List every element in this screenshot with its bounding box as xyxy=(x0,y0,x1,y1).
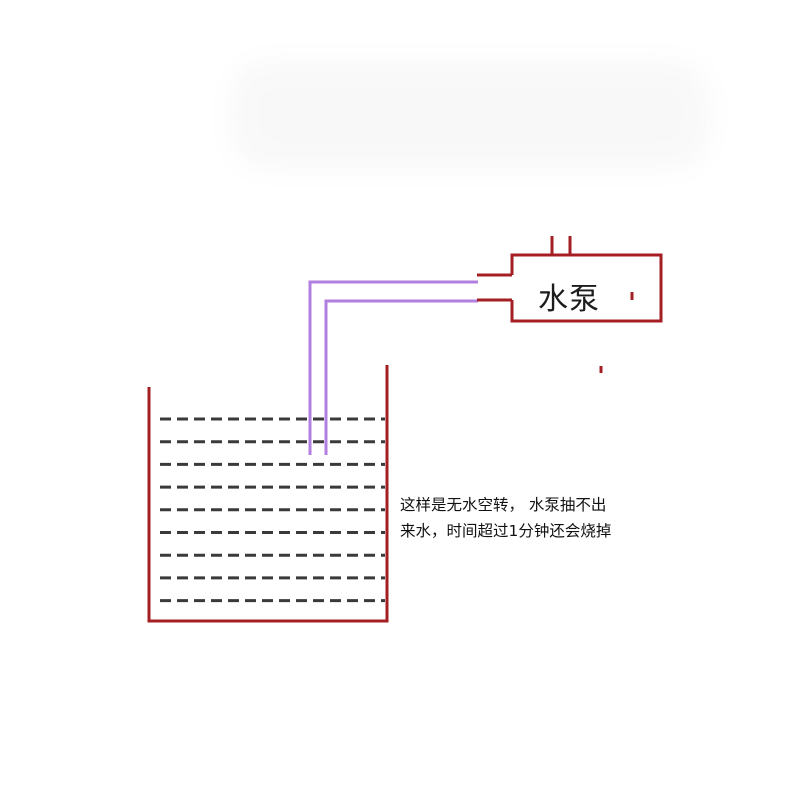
water-lines xyxy=(160,417,385,603)
tank-outline xyxy=(147,365,389,623)
pump-body-outline xyxy=(510,253,663,323)
pipe-inner-wall xyxy=(324,299,478,455)
note-line-1: 这样是无水空转， 水泵抽不出 xyxy=(400,496,607,514)
explanation-note: 这样是无水空转， 水泵抽不出 来水，时间超过1分钟还会烧掉 xyxy=(400,492,611,544)
note-line-2: 来水，时间超过1分钟还会烧掉 xyxy=(400,522,612,540)
pump-label: 水泵 xyxy=(538,282,600,317)
faint-watermark xyxy=(230,60,710,170)
pipe-outer-wall xyxy=(308,280,478,455)
